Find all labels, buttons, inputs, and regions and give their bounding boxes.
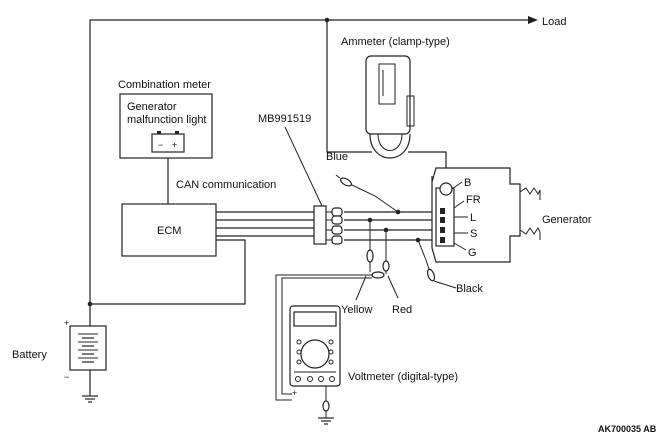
ammeter-label: Ammeter (clamp-type) — [341, 36, 450, 48]
generator-label: Generator — [542, 214, 592, 226]
mb991519-label: MB991519 — [258, 113, 311, 125]
terminal-s-label: S — [470, 228, 477, 240]
generator-body — [431, 167, 541, 263]
voltmeter-leads — [275, 271, 385, 401]
battery-label: Battery — [12, 349, 47, 361]
malfunction-light-label-2: malfunction light — [127, 114, 207, 126]
battery-minus: − — [64, 372, 69, 382]
terminal-fr-label: FR — [466, 194, 481, 206]
blue-probe — [335, 174, 399, 213]
combination-meter-box: − + — [119, 93, 213, 159]
ecm-label: ECM — [157, 225, 181, 237]
ecm-box — [121, 203, 217, 257]
black-probe — [417, 239, 457, 289]
terminal-l-label: L — [470, 212, 476, 224]
can-communication-label: CAN communication — [176, 179, 276, 191]
blue-label: Blue — [326, 151, 348, 163]
malfunction-light-label-1: Generator — [127, 101, 177, 113]
voltmeter — [289, 305, 341, 425]
terminal-g-label: G — [468, 247, 477, 259]
yellow-label: Yellow — [341, 304, 372, 316]
svg-text:−: − — [158, 140, 163, 150]
voltmeter-plus: + — [292, 388, 297, 398]
battery-plus: + — [64, 318, 69, 328]
black-label: Black — [456, 283, 483, 295]
red-label: Red — [392, 304, 412, 316]
voltmeter-label: Voltmeter (digital-type) — [348, 371, 458, 383]
combination-meter-label: Combination meter — [118, 79, 211, 91]
svg-text:+: + — [172, 140, 177, 150]
figure-code: AK700035 AB — [598, 424, 657, 434]
battery — [69, 325, 107, 403]
mb991519-leader — [284, 126, 323, 207]
harness-wires — [216, 209, 440, 243]
ammeter-clamp — [365, 55, 415, 159]
load-arrow-icon — [528, 16, 538, 24]
load-label: Load — [542, 16, 566, 28]
terminal-b-label: B — [464, 177, 471, 189]
red-probe — [382, 230, 399, 299]
mb991519-connector — [313, 205, 343, 245]
yellow-probe — [355, 220, 374, 301]
